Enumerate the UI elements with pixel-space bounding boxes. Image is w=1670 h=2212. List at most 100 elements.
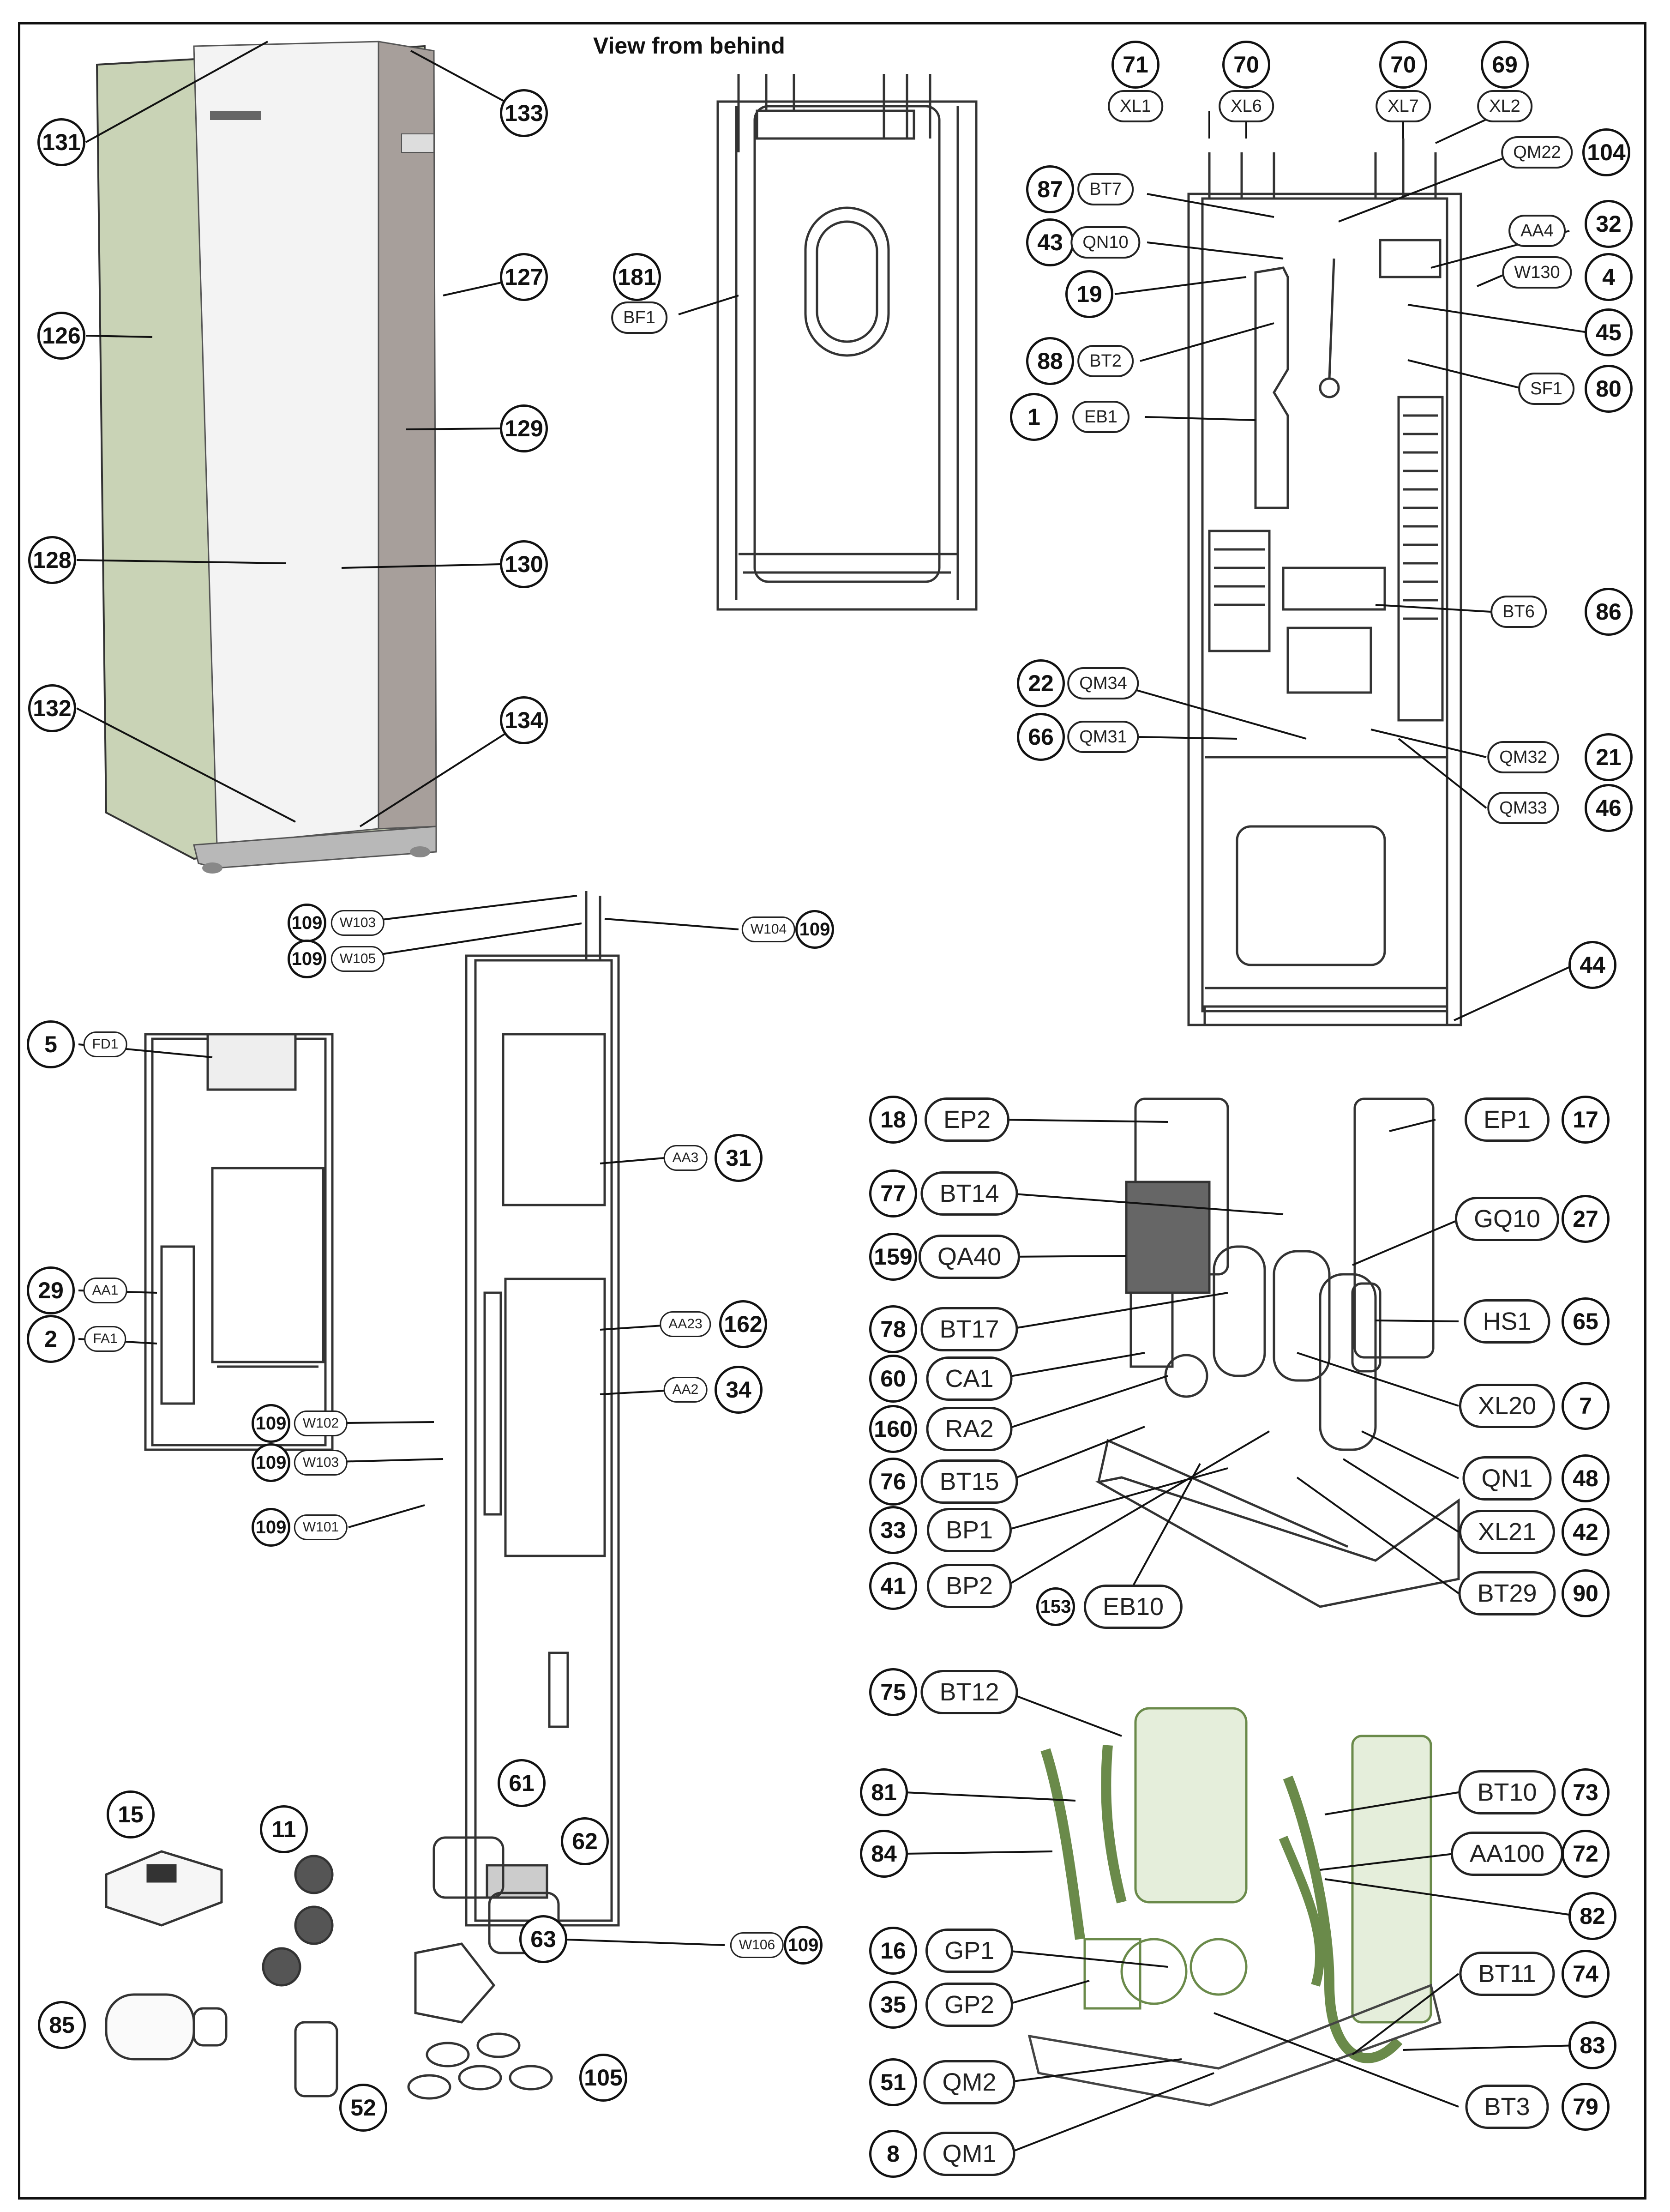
callout-83: 83 — [1568, 2021, 1616, 2069]
callout-80: 80 — [1585, 365, 1633, 413]
callout-160: 160 — [869, 1405, 917, 1453]
callout-29: 29 — [27, 1266, 75, 1314]
callout-130: 130 — [500, 540, 548, 588]
callout-42: 42 — [1562, 1508, 1610, 1556]
code-BT3: BT3 — [1465, 2085, 1549, 2129]
callout-48: 48 — [1562, 1454, 1610, 1502]
code-EB1: EB1 — [1072, 401, 1129, 433]
callout-69: 69 — [1481, 41, 1529, 89]
callout-109-w104: 109 — [795, 910, 834, 949]
code-XL7: XL7 — [1376, 90, 1431, 122]
callout-85: 85 — [38, 2001, 86, 2049]
callout-45: 45 — [1585, 308, 1633, 356]
code-BT6: BT6 — [1490, 596, 1547, 628]
callout-109-w101: 109 — [252, 1508, 290, 1547]
callout-153: 153 — [1036, 1587, 1075, 1626]
callout-70-second: 70 — [1379, 41, 1427, 89]
code-GP1: GP1 — [925, 1929, 1014, 1973]
code-AA4: AA4 — [1508, 215, 1566, 247]
rear-view-unit — [716, 74, 978, 611]
callout-109-w106: 109 — [784, 1926, 823, 1965]
callout-131: 131 — [37, 118, 85, 166]
callout-63: 63 — [519, 1915, 567, 1963]
callout-22: 22 — [1017, 659, 1065, 707]
pump-module — [1027, 1707, 1442, 2107]
callout-109-w102: 109 — [252, 1404, 290, 1443]
callout-35: 35 — [869, 1981, 917, 2029]
code-AA23: AA23 — [660, 1311, 711, 1337]
callout-61: 61 — [498, 1759, 546, 1807]
code-SF1: SF1 — [1518, 373, 1574, 405]
code-QM2: QM2 — [923, 2060, 1015, 2104]
callout-15: 15 — [107, 1790, 155, 1838]
callout-159: 159 — [869, 1233, 917, 1281]
code-AA1: AA1 — [83, 1278, 127, 1303]
code-AA100: AA100 — [1450, 1832, 1564, 1876]
code-XL20: XL20 — [1459, 1384, 1556, 1428]
code-QM1: QM1 — [923, 2132, 1015, 2176]
callout-17: 17 — [1562, 1096, 1610, 1144]
callout-44: 44 — [1568, 941, 1616, 989]
callout-84: 84 — [860, 1830, 908, 1878]
code-W102: W102 — [294, 1410, 348, 1436]
code-W101: W101 — [294, 1514, 348, 1540]
callout-71: 71 — [1111, 41, 1159, 89]
callout-32: 32 — [1585, 200, 1633, 248]
callout-7: 7 — [1562, 1382, 1610, 1430]
callout-2: 2 — [27, 1315, 75, 1363]
code-XL21: XL21 — [1459, 1510, 1556, 1554]
callout-73: 73 — [1562, 1768, 1610, 1816]
code-AA2: AA2 — [663, 1377, 708, 1403]
accessories — [105, 1836, 560, 2100]
code-W103-top: W103 — [330, 910, 385, 936]
view-from-behind-title: View from behind — [593, 33, 785, 59]
code-EP2: EP2 — [924, 1097, 1010, 1142]
callout-105: 105 — [579, 2054, 627, 2102]
callout-34: 34 — [715, 1366, 763, 1414]
code-QM34: QM34 — [1067, 667, 1139, 699]
code-BT14: BT14 — [920, 1171, 1018, 1216]
callout-109-w105: 109 — [288, 940, 326, 978]
callout-27: 27 — [1562, 1195, 1610, 1243]
callout-133: 133 — [500, 89, 548, 137]
leader-lines — [76, 41, 1588, 2155]
callout-181: 181 — [613, 253, 661, 301]
code-W104: W104 — [741, 916, 796, 942]
callout-66: 66 — [1017, 713, 1065, 761]
code-W106: W106 — [730, 1932, 784, 1958]
code-QM33: QM33 — [1487, 792, 1559, 824]
callout-33: 33 — [869, 1506, 917, 1554]
callout-88: 88 — [1026, 337, 1074, 385]
callout-104: 104 — [1582, 128, 1630, 176]
callout-21: 21 — [1585, 733, 1633, 781]
code-QA40: QA40 — [918, 1235, 1021, 1279]
code-GQ10: GQ10 — [1454, 1197, 1560, 1241]
callout-18: 18 — [869, 1096, 917, 1144]
callout-65: 65 — [1562, 1297, 1610, 1345]
code-HS1: HS1 — [1464, 1299, 1550, 1344]
callout-19: 19 — [1065, 270, 1113, 318]
callout-127: 127 — [500, 253, 548, 301]
code-XL6: XL6 — [1219, 90, 1274, 122]
callout-52: 52 — [339, 2084, 387, 2132]
code-BT2: BT2 — [1077, 345, 1134, 377]
code-AA3: AA3 — [663, 1145, 708, 1171]
callout-79: 79 — [1562, 2083, 1610, 2131]
code-W103-bottom: W103 — [294, 1450, 348, 1476]
compressor-module — [1095, 1097, 1460, 1608]
callout-70: 70 — [1222, 41, 1270, 89]
code-W130: W130 — [1502, 256, 1572, 289]
code-FA1: FA1 — [84, 1326, 126, 1352]
callout-77: 77 — [869, 1169, 917, 1218]
callout-74: 74 — [1562, 1950, 1610, 1998]
callout-4: 4 — [1585, 253, 1633, 301]
callout-5: 5 — [27, 1020, 75, 1068]
code-QN1: QN1 — [1462, 1456, 1552, 1501]
callout-109-w103-top: 109 — [288, 904, 326, 942]
code-BT17: BT17 — [920, 1307, 1018, 1351]
code-BP2: BP2 — [926, 1564, 1012, 1608]
front-interior-unit — [1187, 139, 1462, 1026]
callout-31: 31 — [715, 1134, 763, 1182]
